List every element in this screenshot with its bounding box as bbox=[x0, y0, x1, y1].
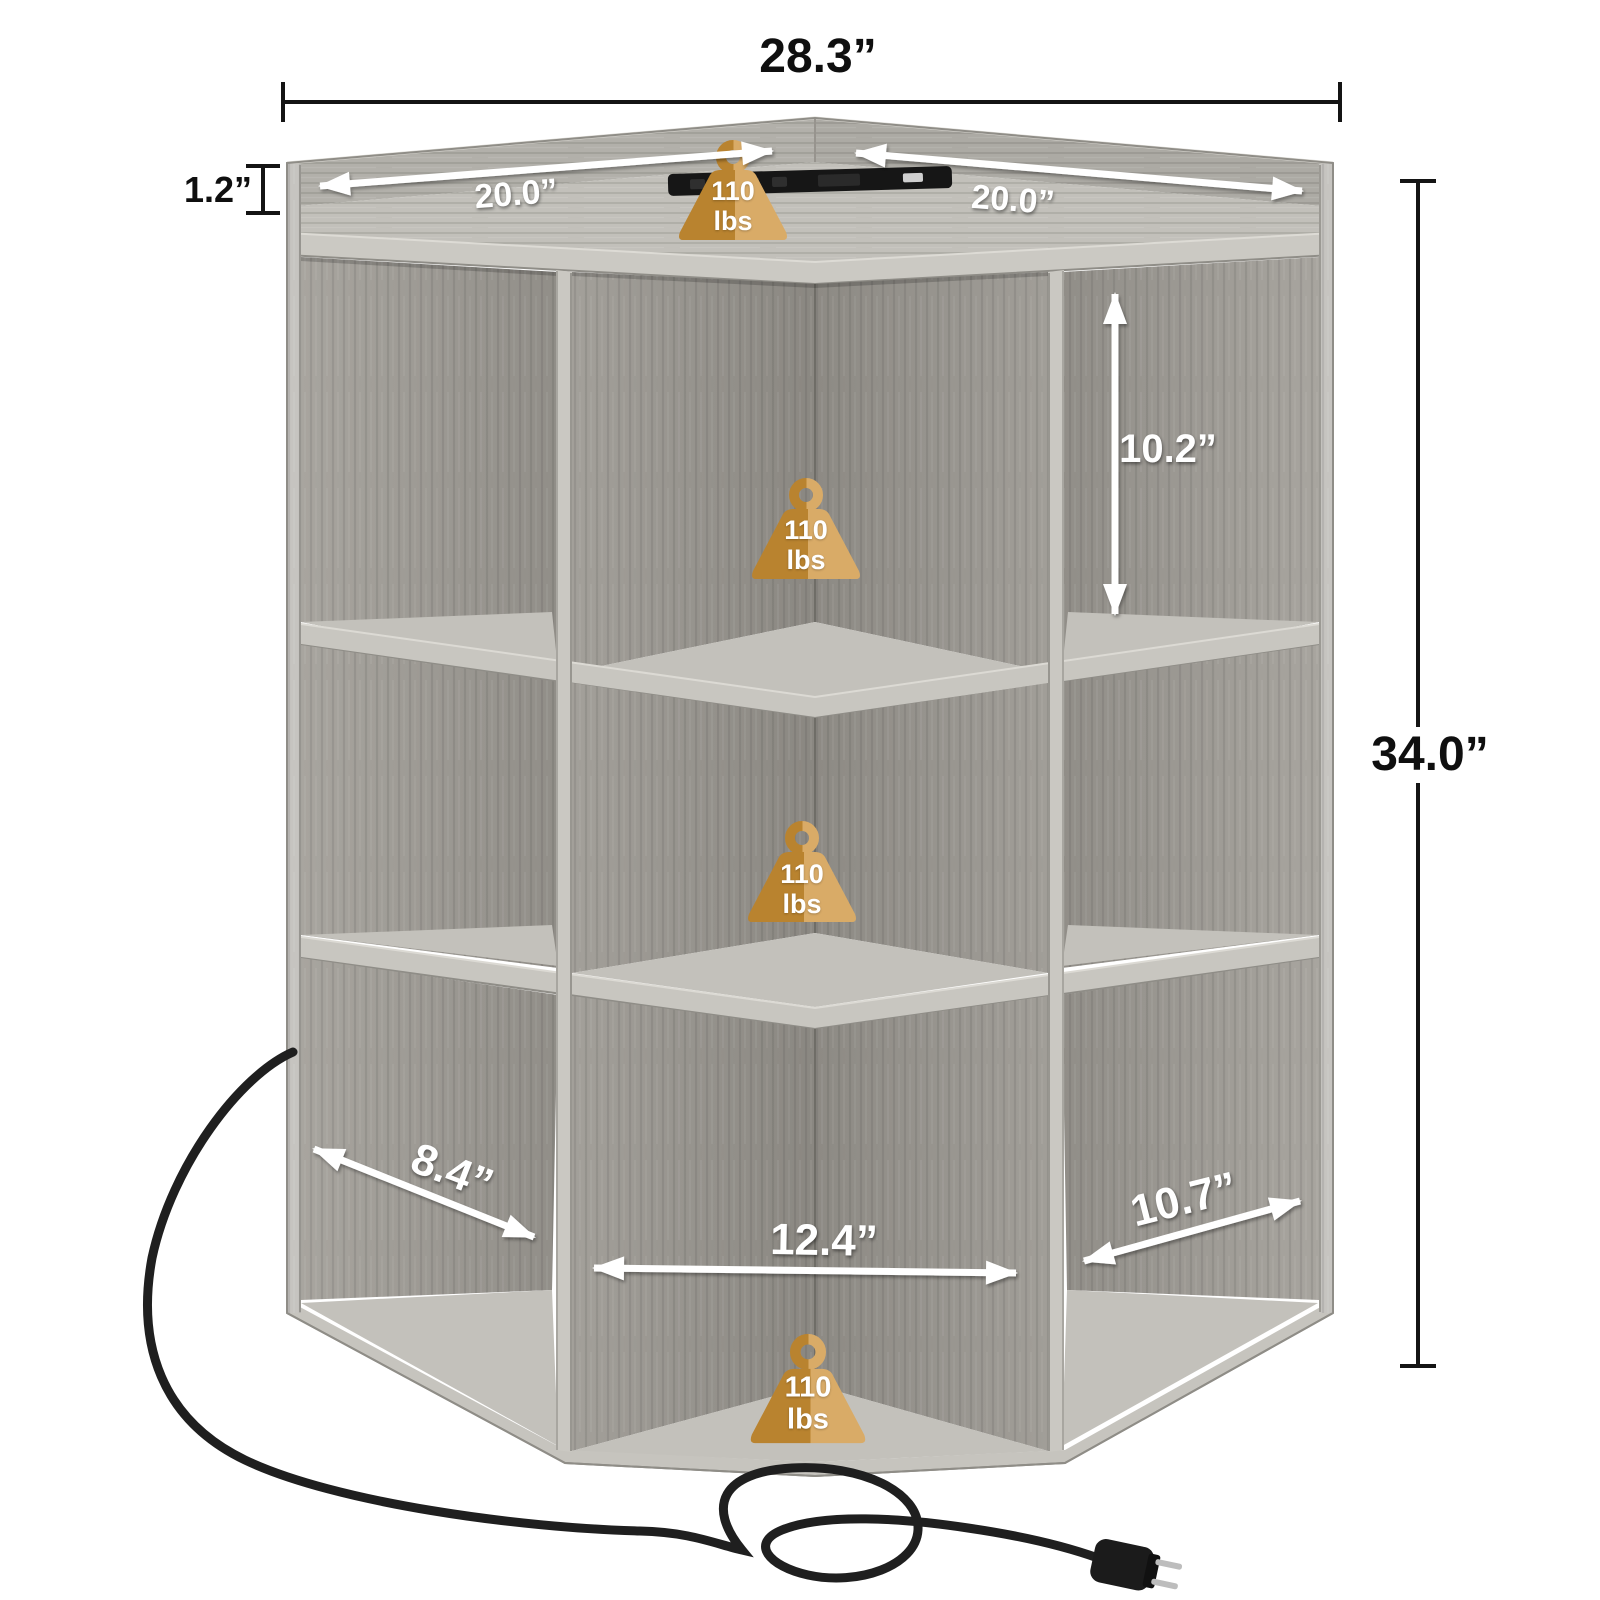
plug-prong bbox=[1155, 1559, 1183, 1570]
dim-label-top-right: 20.0” bbox=[970, 177, 1056, 223]
outlet-slot bbox=[817, 173, 861, 187]
cubby-tier-2 bbox=[301, 645, 1319, 1007]
outlet-slot bbox=[689, 178, 706, 190]
divider-edges bbox=[556, 270, 1064, 1452]
arrow-top-right-20 bbox=[854, 143, 1304, 201]
plug-prong bbox=[1151, 1578, 1178, 1590]
weight-unit: lbs bbox=[787, 1404, 829, 1436]
usb-port bbox=[902, 172, 924, 183]
weight-value: 110 bbox=[711, 175, 755, 206]
arrow-left-cubby-width bbox=[312, 1145, 536, 1241]
dim-label-cubby-height: 10.2” bbox=[1119, 427, 1217, 471]
weight-unit: lbs bbox=[786, 545, 826, 575]
weight-capacity-icon bbox=[750, 1333, 866, 1444]
weight-capacity-badge: 110 lbs bbox=[784, 515, 828, 575]
dim-label-front-opening-width: 12.4” bbox=[769, 1215, 879, 1266]
arrow-top-left-20 bbox=[318, 141, 774, 196]
arrow-front-opening-width bbox=[592, 1256, 1018, 1285]
weight-value: 110 bbox=[780, 858, 824, 889]
weight-capacity-icon bbox=[748, 821, 856, 922]
arrow-right-cubby-width bbox=[1082, 1197, 1302, 1265]
weight-value: 110 bbox=[784, 514, 828, 545]
weight-capacity-badge: 110 lbs bbox=[780, 859, 824, 919]
cubby-tier-1 bbox=[300, 257, 1319, 697]
cabinet bbox=[286, 116, 1334, 1478]
power-plug bbox=[1090, 1539, 1183, 1591]
dim-label-total-height: 34.0” bbox=[1371, 728, 1489, 781]
dim-label-top-left: 20.0” bbox=[473, 171, 559, 217]
weight-unit: lbs bbox=[713, 206, 753, 236]
power-cord bbox=[143, 1047, 1183, 1591]
dim-label-back-panel-lip: 1.2” bbox=[183, 169, 253, 210]
weight-capacity-badge: 110 lbs bbox=[785, 1372, 832, 1437]
dimension-lines-black bbox=[246, 82, 1436, 1368]
dimension-arrows-white bbox=[312, 141, 1304, 1285]
weight-capacity-icon bbox=[752, 478, 860, 579]
weight-value: 110 bbox=[784, 1371, 832, 1404]
weight-capacity-badge: 110 lbs bbox=[711, 176, 755, 236]
side-edges bbox=[287, 163, 1333, 1313]
cabinet-outline bbox=[286, 116, 1334, 1478]
weight-unit: lbs bbox=[782, 889, 822, 919]
outlet-slot bbox=[771, 176, 788, 188]
dim-label-total-width: 28.3” bbox=[759, 30, 877, 83]
